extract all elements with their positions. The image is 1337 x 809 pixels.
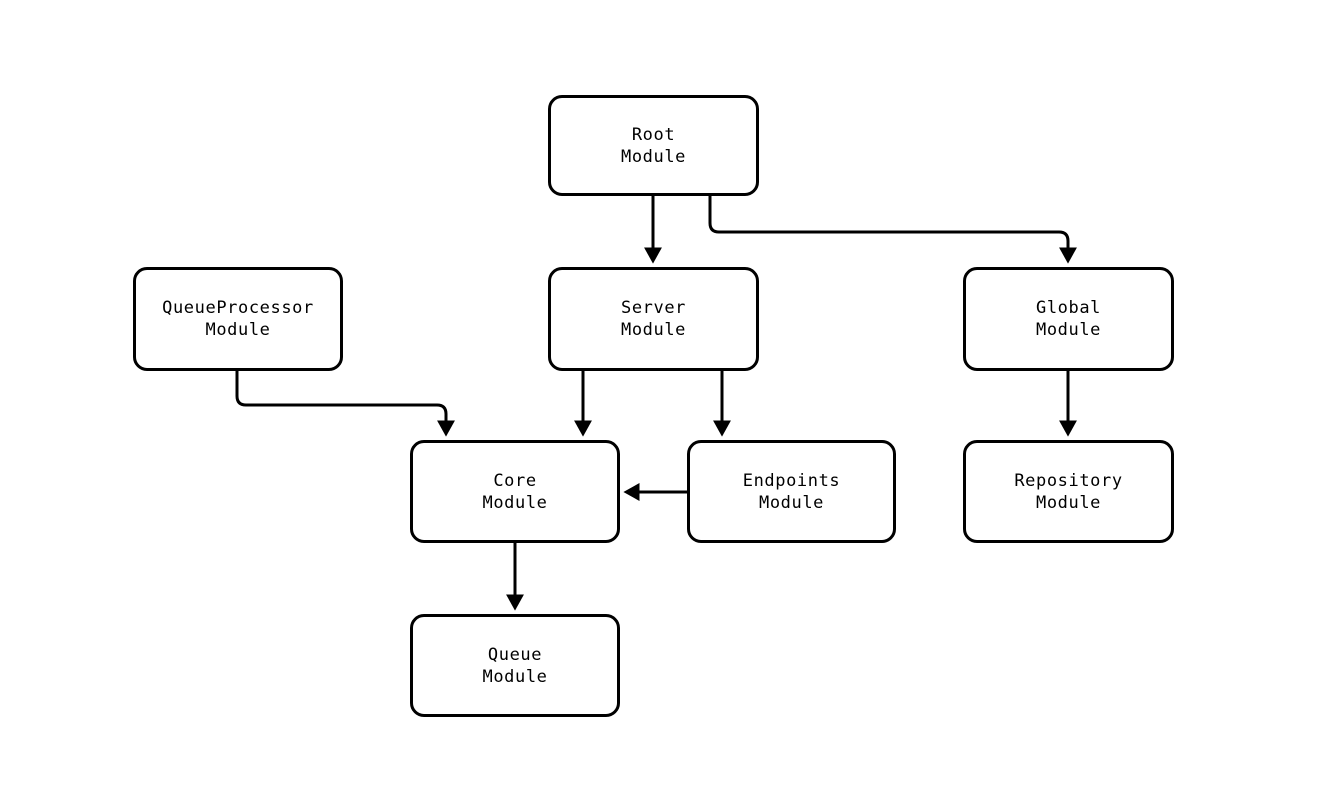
node-global-module-name: Global [1035, 298, 1101, 318]
node-repository-module[interactable]: Repository Module [963, 440, 1174, 543]
node-queue-module[interactable]: Queue Module [410, 614, 620, 717]
node-root-module-name: Root [631, 124, 676, 145]
node-queueprocessor-module-suffix: Module [205, 320, 271, 340]
node-server-module-suffix: Module [620, 320, 686, 340]
node-queueprocessor-module-name: QueueProcessor [162, 298, 314, 318]
node-global-module-suffix: Module [1035, 320, 1101, 340]
node-global-module[interactable]: Global Module [963, 267, 1174, 371]
node-core-module-name: Core [493, 470, 537, 491]
node-repository-module-name: Repository [1014, 470, 1123, 491]
edge-queueprocessor-core [235, 371, 455, 437]
node-queueprocessor-module[interactable]: QueueProcessor Module [133, 267, 343, 371]
node-core-module[interactable]: Core Module [410, 440, 620, 543]
node-repository-module-suffix: Module [1035, 492, 1101, 513]
node-root-module-suffix: Module [620, 146, 686, 167]
node-root-module[interactable]: Root Module [548, 95, 759, 196]
node-endpoints-module-suffix: Module [758, 492, 824, 513]
node-queue-module-name: Queue [487, 644, 543, 665]
node-endpoints-module-name: Endpoints [742, 470, 841, 491]
edge-root-global [708, 196, 1077, 264]
node-queue-module-suffix: Module [482, 666, 548, 687]
node-endpoints-module[interactable]: Endpoints Module [687, 440, 896, 543]
node-core-module-suffix: Module [482, 492, 548, 513]
node-server-module-name: Server [620, 298, 686, 318]
node-server-module[interactable]: Server Module [548, 267, 759, 371]
